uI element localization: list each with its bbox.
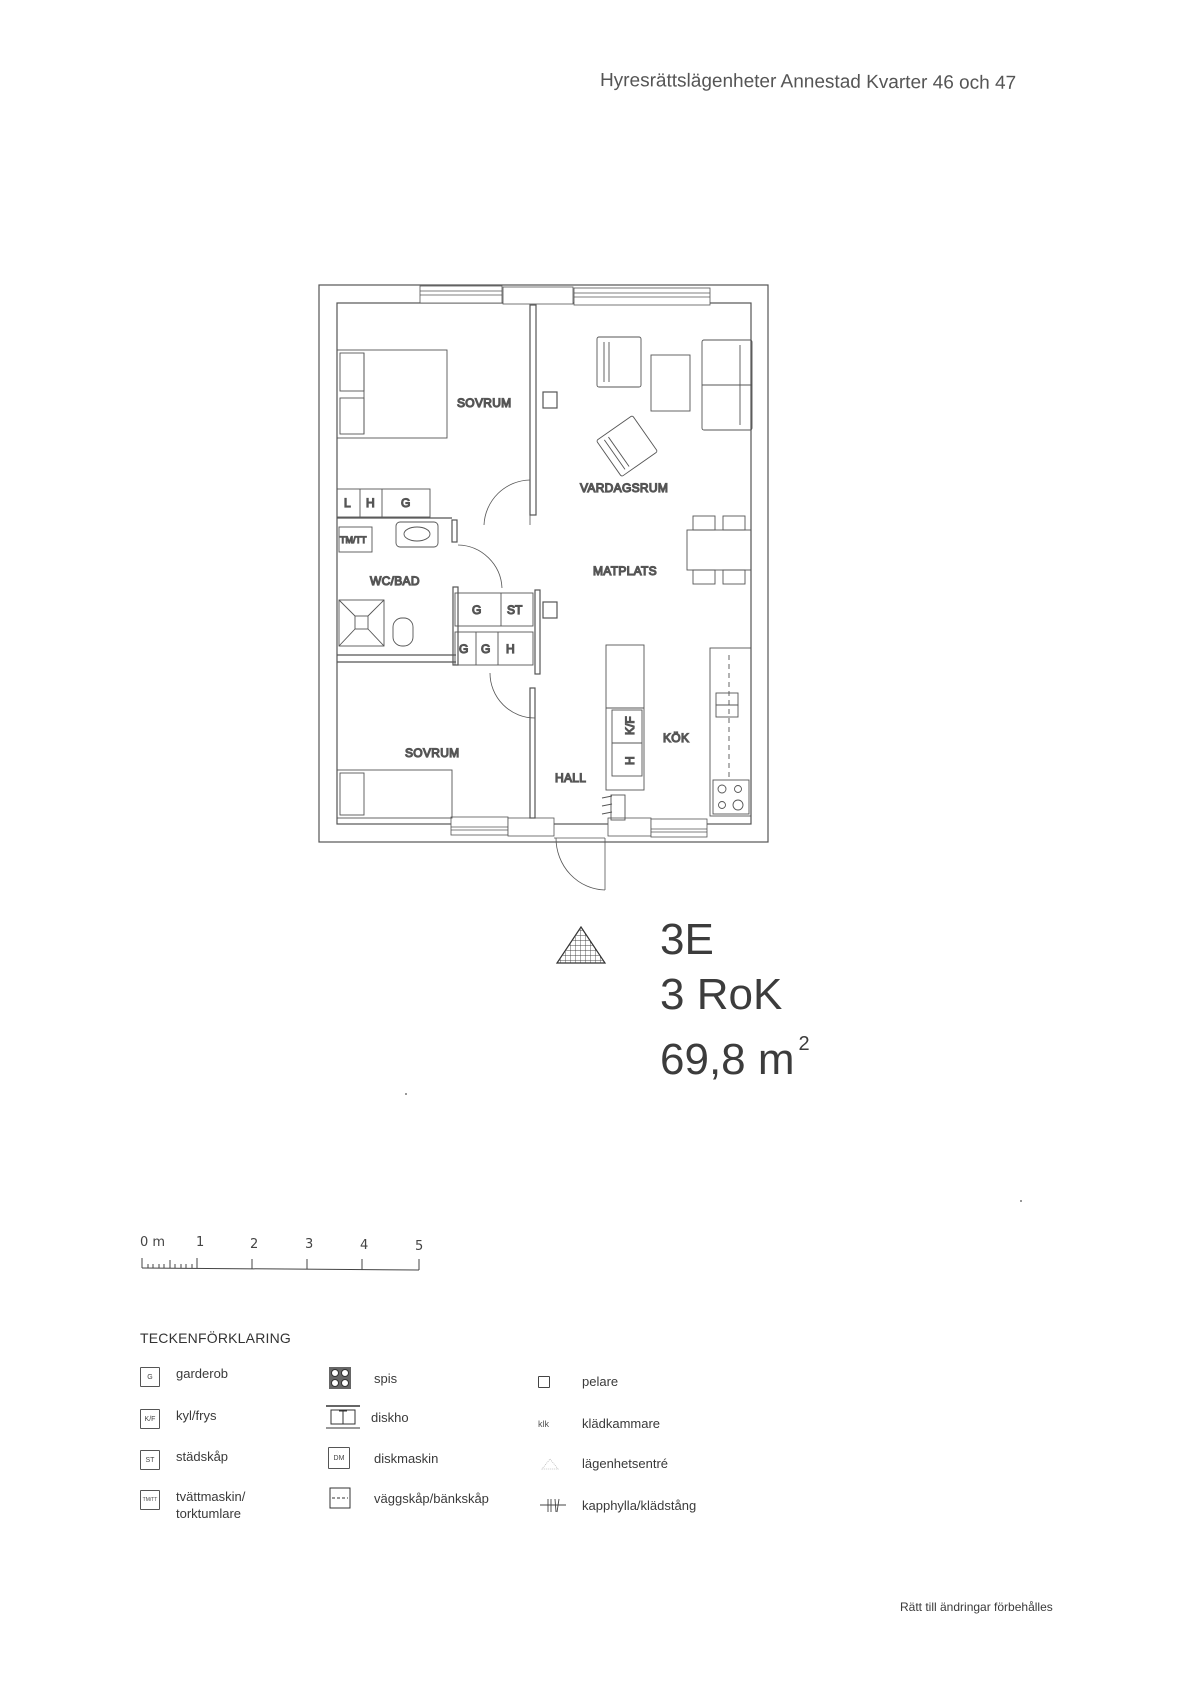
diskmaskin-icon: DM: [328, 1447, 350, 1469]
bedroom1-wardrobes: [336, 488, 431, 518]
legend-item-kladkammare: klk klädkammare: [538, 1412, 660, 1436]
scale-label: 1: [196, 1235, 205, 1250]
legend-label: garderob: [176, 1366, 229, 1381]
legend-item-tvattmaskin: TM/TT tvättmaskin/ torktumlare: [140, 1488, 245, 1522]
vaggskap-icon: [329, 1487, 351, 1509]
unit-type: 3 RoK: [660, 970, 783, 1019]
legend-item-diskho: diskho: [325, 1405, 409, 1429]
legend-item-spis: spis: [328, 1366, 397, 1390]
cabinet-label-h: H: [366, 496, 375, 510]
scale-label: 2: [250, 1237, 259, 1252]
legend-item-kyl-frys: K/F kyl/frys: [140, 1407, 216, 1431]
unit-area-value: 69,8 m: [660, 1035, 795, 1084]
legend-item-diskmaskin: DM diskmaskin: [328, 1446, 438, 1470]
lagenhetsentre-icon: [541, 1458, 559, 1470]
legend-label: kapphylla/klädstång: [582, 1498, 697, 1513]
scale-label: 3: [305, 1237, 314, 1252]
legend-label: pelare: [582, 1374, 619, 1389]
single-bed: [336, 769, 453, 819]
legend-item-vaggskap: väggskåp/bänkskåp: [328, 1486, 489, 1510]
legend-item-lagenhetsentre: lägenhetsentré: [538, 1452, 668, 1476]
scale-label: 4: [360, 1238, 369, 1253]
unit-area-exponent: 2: [798, 1033, 810, 1056]
room-label-sovrum-1: SOVRUM: [457, 396, 511, 410]
kitchen-units: [601, 644, 752, 821]
footer-note: Rätt till ändringar förbehålles: [900, 1600, 1053, 1614]
legend-item-garderob: G garderob: [140, 1365, 228, 1389]
cabinet-label-h: H: [506, 642, 515, 656]
cabinet-label-kf: K/F: [623, 716, 637, 735]
legend-label: kyl/frys: [176, 1408, 217, 1423]
scale-label: 0 m: [140, 1235, 166, 1250]
scale-bar: 0 m 1 2 3 4 5: [138, 1235, 438, 1280]
room-label-sovrum-2: SOVRUM: [405, 746, 459, 760]
top-windows: [419, 285, 711, 306]
legend-label: lägenhetsentré: [582, 1456, 669, 1471]
unit-code: 3E: [660, 915, 714, 964]
room-label-vardagsrum: VARDAGSRUM: [580, 481, 668, 495]
cabinet-label-l: L: [344, 496, 351, 510]
room-label-matplats: MATPLATS: [593, 564, 657, 578]
entrance-door: [555, 837, 606, 891]
cabinet-label-g: G: [472, 603, 481, 617]
scan-speck: [1020, 1200, 1022, 1202]
cabinet-label-g: G: [481, 642, 490, 656]
kladkammare-icon: klk: [538, 1419, 549, 1429]
legend-label: tvättmaskin/ torktumlare: [176, 1489, 246, 1521]
room-label-wc-bad: WC/BAD: [370, 574, 420, 588]
legend-label: klädkammare: [582, 1416, 661, 1431]
room-label-hall: HALL: [555, 771, 586, 785]
cabinet-label-g: G: [459, 642, 468, 656]
legend-item-kapphylla: kapphylla/klädstång: [538, 1494, 696, 1518]
kapphylla-icon: [540, 1498, 566, 1513]
cabinet-label-h: H: [623, 756, 637, 765]
hatched-triangle-icon: [555, 925, 607, 964]
cabinet-label-g: G: [401, 496, 410, 510]
document-title: Hyresrättslägenheter Annestad Kvarter 46…: [599, 70, 1017, 94]
double-bed: [336, 349, 448, 439]
outer-walls: [318, 284, 769, 843]
stadskap-icon: ST: [140, 1450, 160, 1470]
bathroom-fixtures: [338, 521, 439, 647]
legend-label: diskmaskin: [374, 1451, 439, 1466]
hall-wardrobes: [454, 592, 534, 666]
legend-title: TECKENFÖRKLARING: [140, 1330, 291, 1346]
bottom-openings: [450, 816, 708, 839]
legend-item-stadskap: ST städskåp: [140, 1448, 228, 1472]
tvattmaskin-icon: TM/TT: [140, 1490, 160, 1510]
floor-plan: SOVRUM L H G VARDAGSRUM MATPLATS TM/TT W…: [318, 284, 769, 891]
door-swings: [457, 479, 536, 719]
legend-label: väggskåp/bänkskåp: [374, 1491, 489, 1506]
legend-label: städskåp: [176, 1449, 229, 1464]
room-label-kok: KÖK: [663, 731, 689, 745]
cabinet-label-st: ST: [507, 603, 523, 617]
legend-item-pelare: pelare: [538, 1370, 618, 1394]
scan-speck: [405, 1093, 407, 1095]
kyl-frys-icon: K/F: [140, 1409, 160, 1429]
living-furniture: [596, 336, 753, 585]
spis-icon: [329, 1367, 351, 1389]
scale-label: 5: [415, 1239, 424, 1254]
scale-ruler: [141, 1258, 420, 1271]
legend-label: spis: [374, 1371, 398, 1386]
cabinet-label-tmtt: TM/TT: [340, 535, 367, 545]
pelare-icon: [538, 1376, 550, 1388]
legend-label: diskho: [371, 1410, 409, 1425]
garderob-icon: G: [140, 1367, 160, 1387]
diskho-icon: [326, 1405, 360, 1429]
